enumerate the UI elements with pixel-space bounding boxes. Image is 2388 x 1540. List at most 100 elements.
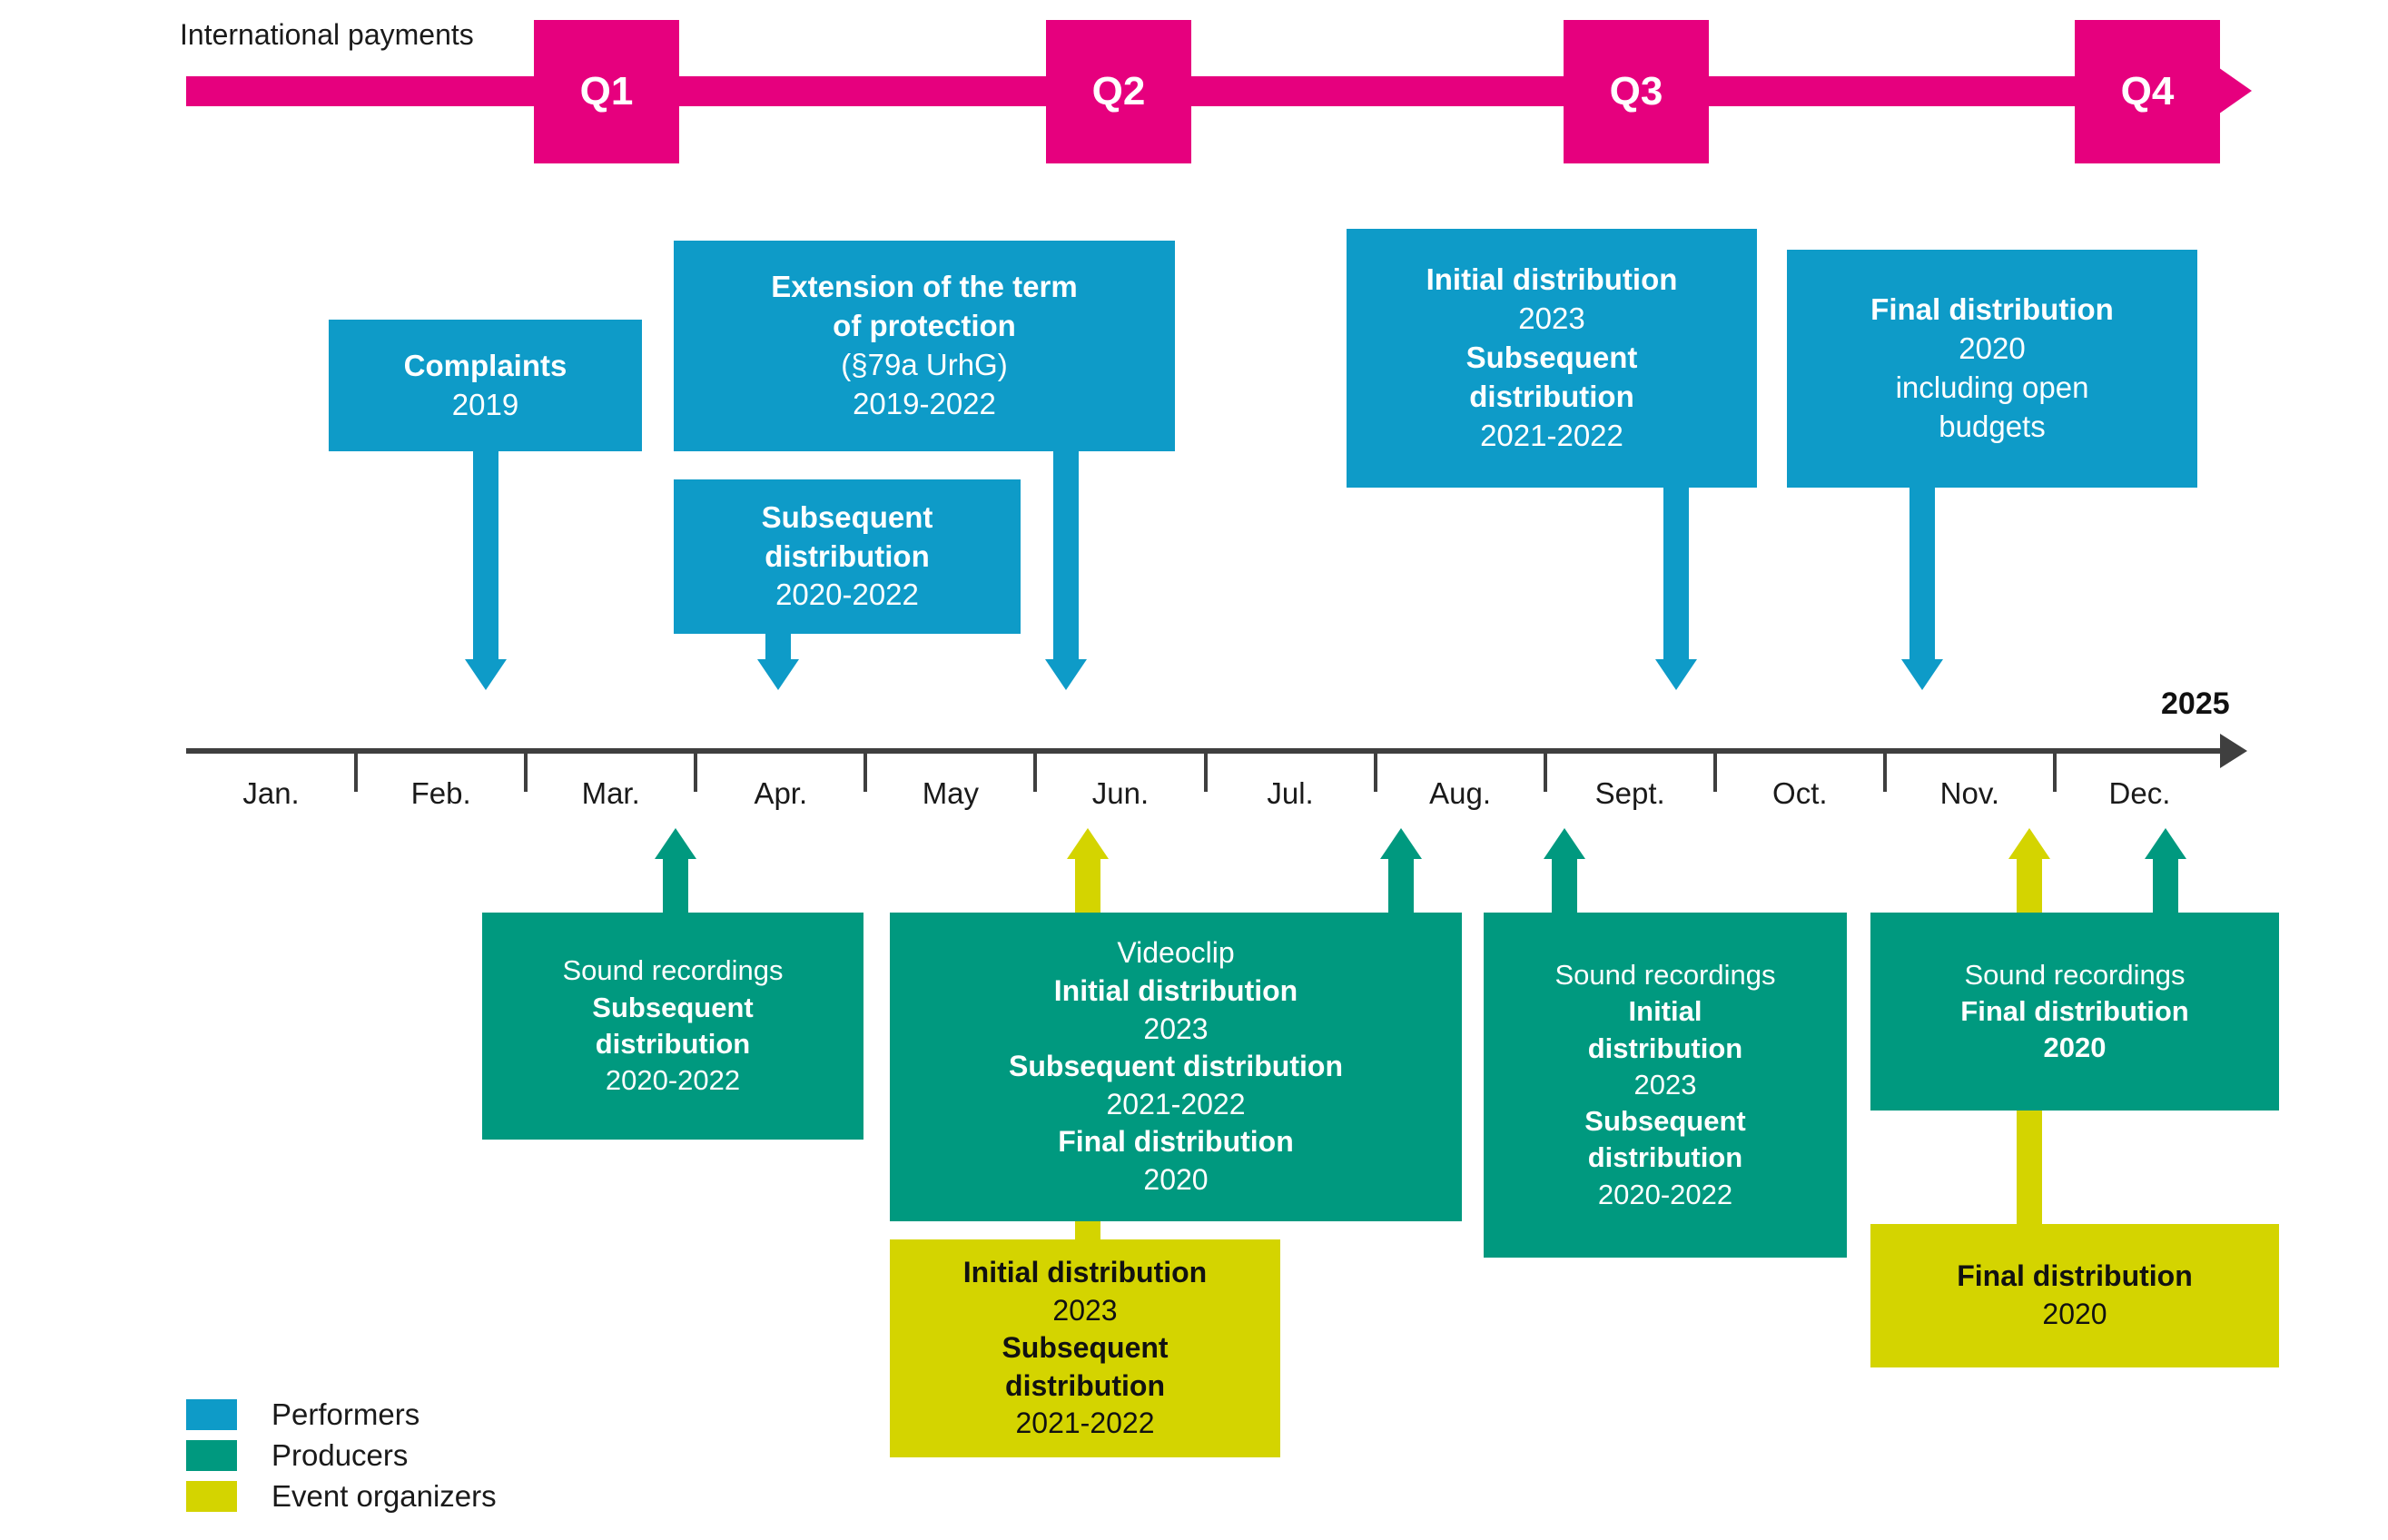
- month-label-nov: Nov.: [1939, 776, 2000, 810]
- card-line: 2020-2022: [775, 578, 919, 612]
- card-line: Videoclip: [1117, 936, 1235, 970]
- card-line: distribution: [595, 1028, 751, 1060]
- card-line: Subsequent: [761, 499, 933, 534]
- legend-item-producers: Producers: [186, 1435, 497, 1476]
- card-line: Subsequent: [1584, 1105, 1746, 1138]
- card-line: 2019-2022: [853, 386, 996, 420]
- card-line: Final distribution: [1870, 292, 2114, 327]
- month-label-apr: Apr.: [754, 776, 808, 810]
- card-line: 2021-2022: [1015, 1407, 1155, 1440]
- card-line: Subsequent distribution: [1009, 1050, 1343, 1083]
- card-line: (§79a UrhG): [841, 348, 1008, 381]
- connector-arrowhead-up-mar-icon: [655, 828, 696, 859]
- card-line: 2023: [1633, 1068, 1697, 1101]
- month-label-feb: Feb.: [410, 776, 471, 810]
- connector-stem-extension: [1053, 451, 1079, 662]
- quarter-box-q4[interactable]: Q4: [2075, 20, 2220, 163]
- connector-arrowhead-down-initial-sept-icon: [1655, 659, 1697, 690]
- connector-arrowhead-down-extension-icon: [1045, 659, 1087, 690]
- card-line: 2021-2022: [1106, 1087, 1246, 1120]
- card-line: Initial: [1628, 995, 1702, 1028]
- month-tick: [1712, 754, 1717, 792]
- connector-arrowhead-down-complaints-icon: [465, 659, 507, 690]
- card-line: 2023: [1052, 1293, 1118, 1327]
- month-tick: [1882, 754, 1887, 792]
- quarter-box-q3[interactable]: Q3: [1564, 20, 1709, 163]
- connector-stem-dec-to-yellow: [2017, 1111, 2042, 1227]
- axis-year-label: 2025: [2161, 686, 2230, 721]
- month-axis-line: [186, 748, 2225, 754]
- month-tick: [1203, 754, 1208, 792]
- card-line: budgets: [1939, 409, 2046, 443]
- card-line: Initial distribution: [1053, 974, 1298, 1008]
- connector-arrowhead-up-sept-icon: [1544, 828, 1585, 859]
- month-label-oct: Oct.: [1772, 776, 1828, 810]
- connector-arrowhead-up-jun-icon: [1067, 828, 1109, 859]
- card-line: distribution: [1469, 379, 1634, 413]
- quarter-box-q1[interactable]: Q1: [534, 20, 679, 163]
- month-label-aug: Aug.: [1429, 776, 1492, 810]
- connector-stem-complaints: [473, 451, 498, 662]
- connector-stem-initial-sept: [1663, 488, 1689, 662]
- legend-label-producers: Producers: [271, 1437, 409, 1472]
- connector-arrowhead-up-aug-icon: [1380, 828, 1422, 859]
- quarter-ribbon-bar: [186, 76, 2225, 106]
- legend-label-performers: Performers: [271, 1397, 420, 1431]
- month-tick: [524, 754, 528, 792]
- card-line: 2023: [1143, 1012, 1209, 1045]
- connector-stem-mar: [663, 857, 688, 913]
- connector-stem-sept: [1552, 857, 1577, 913]
- card-line: Final distribution: [1957, 1259, 2193, 1293]
- connector-arrowhead-up-nov-icon: [2008, 828, 2050, 859]
- card-line: including open: [1895, 370, 2089, 404]
- event-organizers-card-final-distribution-nov[interactable]: Final distribution 2020: [1870, 1224, 2279, 1367]
- card-line: Final distribution: [1058, 1125, 1294, 1159]
- month-tick: [1033, 754, 1038, 792]
- card-line: 2020-2022: [605, 1064, 741, 1097]
- card-line: 2020-2022: [1597, 1178, 1733, 1210]
- card-line: Subsequent: [592, 991, 754, 1023]
- card-line: distribution: [1587, 1141, 1743, 1174]
- legend-swatch-performers-icon: [186, 1398, 237, 1430]
- connector-stem-aug: [1388, 857, 1414, 913]
- quarter-box-q2[interactable]: Q2: [1046, 20, 1191, 163]
- quarter-ribbon-arrowhead-icon: [2215, 65, 2252, 116]
- card-line: 2020: [2043, 1032, 2107, 1064]
- card-line: 2020: [2042, 1298, 2107, 1330]
- card-line: of protection: [833, 309, 1016, 343]
- month-label-jul: Jul.: [1267, 776, 1314, 810]
- card-line: 2020: [1143, 1162, 1209, 1196]
- legend-item-performers: Performers: [186, 1394, 497, 1435]
- international-payments-label: International payments: [180, 18, 474, 51]
- month-tick: [354, 754, 359, 792]
- month-label-jun: Jun.: [1091, 776, 1150, 810]
- connector-stem-nov: [2017, 857, 2042, 913]
- month-axis-arrowhead-icon: [2220, 734, 2247, 768]
- month-label-sept: Sept.: [1594, 776, 1665, 810]
- card-line: distribution: [1005, 1368, 1165, 1402]
- card-line: Sound recordings: [562, 954, 784, 987]
- month-tick: [863, 754, 868, 792]
- performers-card-final-distribution-nov[interactable]: Final distribution 2020 including open budg…: [1787, 250, 2197, 488]
- connector-stem-final-nov: [1909, 488, 1935, 662]
- connector-arrowhead-up-dec-icon: [2145, 828, 2186, 859]
- legend-item-event-organizers: Event organizers: [186, 1476, 497, 1516]
- month-tick: [1543, 754, 1547, 792]
- card-line: 2020: [1959, 331, 2026, 366]
- card-line: 2019: [451, 387, 519, 421]
- card-line: Initial distribution: [962, 1256, 1208, 1289]
- month-tick: [694, 754, 698, 792]
- card-line: Sound recordings: [1554, 958, 1776, 991]
- card-line: 2023: [1518, 301, 1585, 336]
- card-line: Initial distribution: [1426, 262, 1678, 297]
- card-line: Sound recordings: [1964, 958, 2186, 991]
